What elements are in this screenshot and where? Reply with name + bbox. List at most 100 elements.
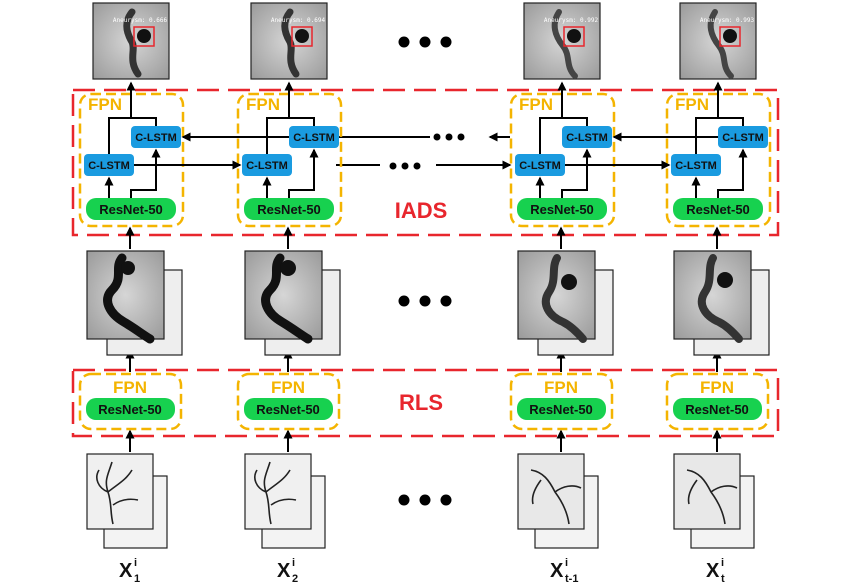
rls-resnet-block [673, 398, 762, 420]
arrow-clstm-top-out [718, 117, 744, 126]
rls-resnet-block [86, 398, 175, 420]
detection-score: Aneurysm: 0.666 [113, 17, 168, 24]
vessel-tree-icon [530, 469, 582, 525]
output-vessel-icon [707, 9, 734, 79]
three-dots-icon [433, 133, 465, 141]
iads-fpn-box [665, 92, 772, 228]
input-frame-front [244, 453, 312, 530]
iads-resnet-label: ResNet-50 [99, 202, 163, 217]
rls-resnet-label: ResNet-50 [98, 402, 162, 417]
detection-box [563, 26, 585, 47]
aneurysm-icon [561, 274, 577, 290]
clstm-bottom-label: C-LSTM [88, 160, 130, 172]
aneurysm-icon [717, 272, 733, 288]
iads-resnet-block [86, 198, 176, 220]
arrow-resnet-to-merge [130, 148, 161, 198]
iads-fpn-box [236, 92, 343, 228]
frame-input-label: X [706, 560, 720, 582]
output-vessel-icon [281, 8, 300, 78]
iads-resnet-block [673, 198, 763, 220]
detection-score: Aneurysm: 0.992 [544, 17, 599, 24]
iads-fpn-box [78, 92, 185, 228]
clstm-top-block [131, 126, 181, 148]
aneurysm-icon [295, 29, 309, 43]
clstm-bottom-block [671, 154, 721, 176]
frame-column: FPN ResNet-50 FPN ResNet-50 C-LSTM C-LST… [665, 2, 772, 585]
detection-score: Aneurysm: 0.694 [271, 17, 326, 24]
aneurysm-icon [280, 260, 296, 276]
arrow-clstm-top-out [289, 117, 315, 126]
iads-fpn-label: FPN [88, 95, 122, 114]
frame-input-subscript: t [721, 573, 725, 585]
clstm-bottom-label: C-LSTM [246, 160, 288, 172]
rls-section-border [71, 368, 780, 438]
frame-input-subscript: 2 [292, 573, 298, 585]
output-vessel-icon [123, 8, 142, 78]
frame-column: FPN ResNet-50 FPN ResNet-50 C-LSTM C-LST… [236, 2, 343, 585]
rls-fpn-box [78, 372, 183, 431]
input-frame-front [673, 453, 741, 530]
aneurysm-icon [137, 29, 151, 43]
seg-frame-front [673, 250, 752, 340]
frame-input-label: X [550, 560, 564, 582]
iads-label: IADS [395, 198, 448, 223]
arrow-resnet-to-merge [717, 148, 748, 198]
rls-fpn-label: FPN [544, 378, 578, 397]
aneurysm-icon [723, 29, 737, 43]
rls-fpn-label: FPN [271, 378, 305, 397]
rls-resnet-label: ResNet-50 [256, 402, 320, 417]
aneurysm-icon [121, 261, 135, 275]
three-dots-icon [398, 36, 452, 48]
three-dots-icon [398, 494, 452, 506]
iads-fpn-label: FPN [519, 95, 553, 114]
output-vessel-icon [551, 9, 578, 79]
rls-label: RLS [399, 390, 443, 415]
clstm-bottom-label: C-LSTM [519, 160, 561, 172]
clstm-top-label: C-LSTM [135, 132, 177, 144]
detection-box [719, 26, 741, 47]
input-frame-front [86, 453, 154, 530]
vessel-icon [541, 254, 587, 343]
clstm-top-label: C-LSTM [293, 132, 335, 144]
detection-score: Aneurysm: 0.993 [700, 17, 755, 24]
vessel-icon [261, 253, 313, 344]
iads-fpn-label: FPN [675, 95, 709, 114]
clstm-bottom-block [515, 154, 565, 176]
arrow-resnet-to-merge [288, 148, 319, 198]
clstm-top-block [718, 126, 768, 148]
detection-box [133, 26, 155, 47]
iads-resnet-block [244, 198, 334, 220]
clstm-bottom-block [242, 154, 292, 176]
rls-fpn-box [665, 372, 770, 431]
frame-input-label: X [119, 560, 133, 582]
vessel-tree-icon [96, 461, 139, 525]
frame-input-superscript: i [721, 557, 724, 569]
aneurysm-icon [567, 29, 581, 43]
input-frame-front [517, 453, 585, 530]
rls-fpn-box [509, 372, 614, 431]
frame-input-label: X [277, 560, 291, 582]
frame-input-superscript: i [292, 557, 295, 569]
rls-fpn-label: FPN [700, 378, 734, 397]
rls-resnet-label: ResNet-50 [529, 402, 593, 417]
frame-column: FPN ResNet-50 FPN ResNet-50 C-LSTM C-LST… [509, 2, 616, 585]
iads-section-border [71, 88, 780, 237]
vessel-tree-icon [686, 469, 738, 525]
frame-column: FPN ResNet-50 FPN ResNet-50 C-LSTM C-LST… [78, 2, 185, 585]
frame-input-superscript: i [565, 557, 568, 569]
frame-input-subscript: 1 [134, 573, 140, 585]
vessel-tree-icon [254, 461, 297, 525]
three-dots-icon [398, 295, 452, 307]
rls-fpn-label: FPN [113, 378, 147, 397]
rls-resnet-block [517, 398, 606, 420]
iads-resnet-label: ResNet-50 [530, 202, 594, 217]
iads-resnet-label: ResNet-50 [686, 202, 750, 217]
detection-box [291, 26, 313, 47]
clstm-top-label: C-LSTM [722, 132, 764, 144]
clstm-top-block [289, 126, 339, 148]
clstm-bottom-label: C-LSTM [675, 160, 717, 172]
three-dots-icon [389, 162, 421, 170]
clstm-top-block [562, 126, 612, 148]
frame-input-superscript: i [134, 557, 137, 569]
